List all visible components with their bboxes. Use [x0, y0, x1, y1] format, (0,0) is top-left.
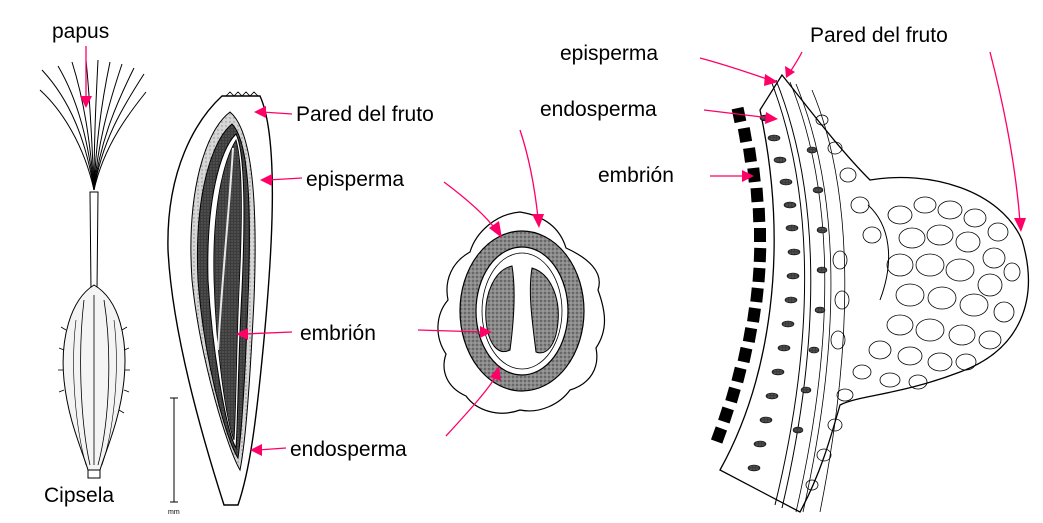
cipsela-drawing: [40, 60, 146, 478]
label-pared-fruto-right: Pared del fruto: [810, 24, 948, 47]
label-endosperma-right: endosperma: [540, 98, 657, 121]
label-endosperma-mid: endosperma: [290, 438, 407, 461]
longitudinal-section-drawing: [168, 92, 272, 505]
label-episperma-mid: episperma: [306, 168, 404, 191]
label-embrion-right: embrión: [598, 164, 674, 187]
label-embrion-mid: embrión: [300, 322, 376, 345]
label-scale-unit: mm: [168, 509, 180, 516]
label-pared-fruto-mid: Pared del fruto: [296, 103, 434, 126]
label-papus: papus: [52, 20, 109, 43]
cross-section-drawing: [438, 212, 605, 413]
label-cipsela: Cipsela: [44, 484, 114, 507]
pappus-bristles: [40, 60, 146, 190]
tissue-section-drawing: [711, 75, 1028, 512]
scale-bar: [170, 398, 178, 502]
label-episperma-right: episperma: [560, 42, 658, 65]
